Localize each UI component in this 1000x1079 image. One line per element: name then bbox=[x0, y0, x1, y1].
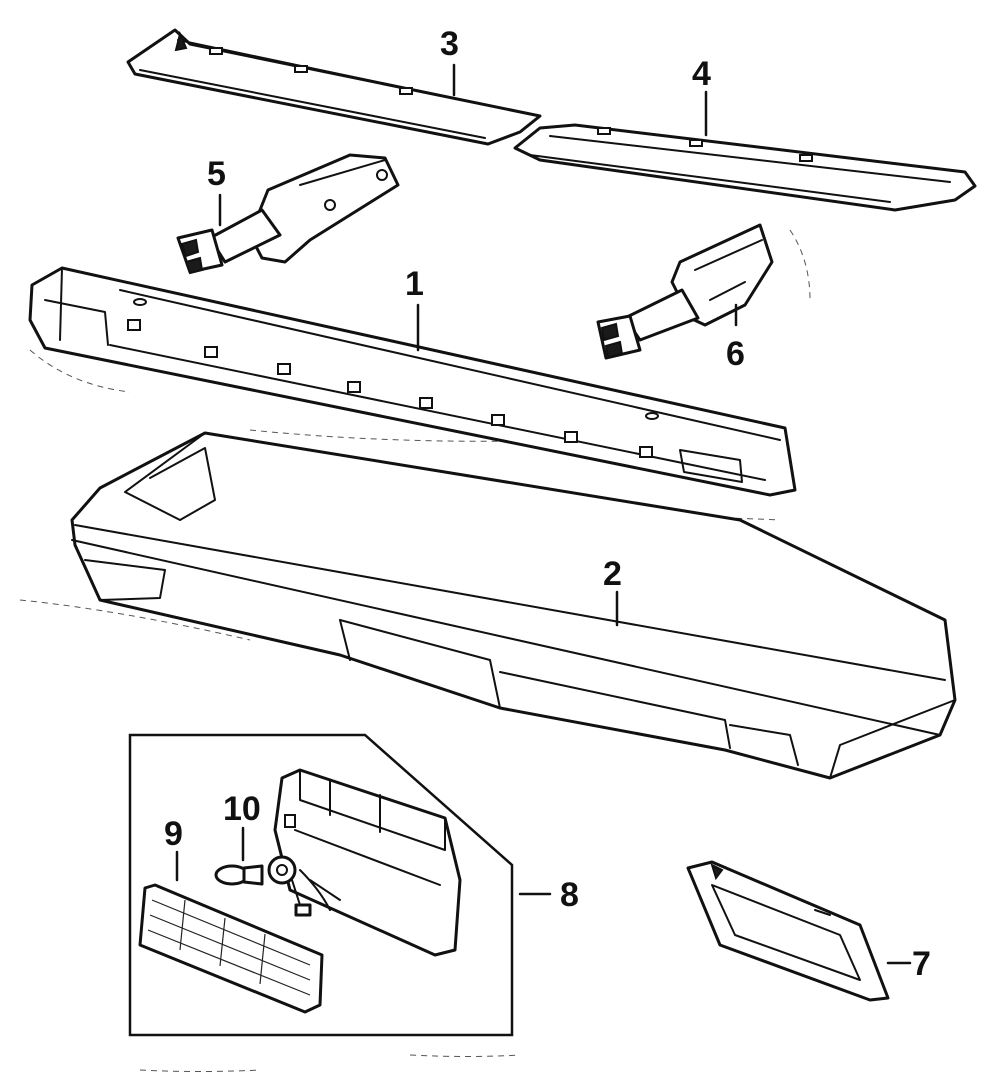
leader-lines bbox=[175, 63, 912, 965]
callout-7: 7 bbox=[912, 945, 931, 983]
part-2-bumper-cover bbox=[70, 431, 957, 780]
part-10-bulb-and-socket bbox=[214, 855, 312, 917]
callout-10: 10 bbox=[223, 790, 261, 828]
part-3-left-trim-strip bbox=[126, 28, 542, 146]
callout-6: 6 bbox=[726, 335, 745, 373]
callout-5: 5 bbox=[207, 155, 226, 193]
callout-9: 9 bbox=[164, 815, 183, 853]
part-8-inset-frame bbox=[128, 733, 514, 1037]
part-6-right-energy-absorber bbox=[596, 223, 774, 360]
part-1-bumper-reinforcement bbox=[28, 266, 797, 497]
part-5-left-energy-absorber bbox=[176, 153, 400, 275]
callout-1: 1 bbox=[405, 265, 424, 303]
callout-labels: 3 4 5 1 6 2 8 9 10 7 bbox=[164, 25, 931, 983]
part-4-right-trim-strip bbox=[513, 123, 977, 212]
part-8-lamp-housing bbox=[273, 768, 462, 957]
part-7-reflector-bezel bbox=[686, 860, 890, 1002]
callout-3: 3 bbox=[440, 25, 459, 63]
callout-8: 8 bbox=[560, 876, 579, 914]
callout-4: 4 bbox=[692, 55, 711, 93]
callout-2: 2 bbox=[603, 555, 622, 593]
part-9-lamp-lens bbox=[138, 883, 324, 1014]
